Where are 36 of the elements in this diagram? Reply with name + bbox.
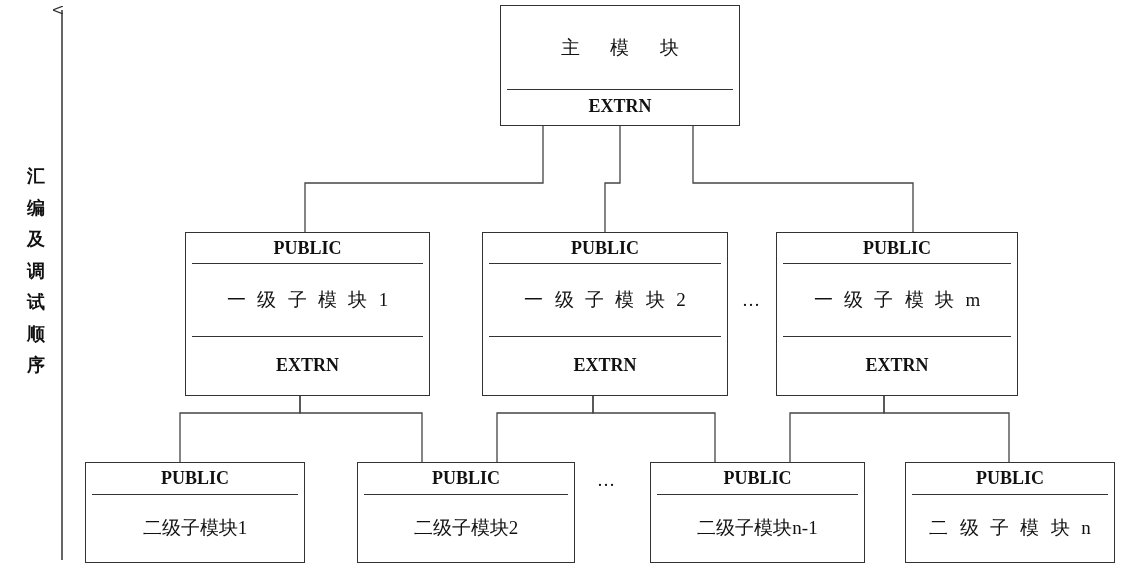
module-name: 二级子模块n xyxy=(929,515,1103,540)
module-box xyxy=(500,5,740,126)
ellipsis: … xyxy=(597,470,615,491)
section-label: PUBLIC xyxy=(976,468,1044,489)
module-name: 二级子模块1 xyxy=(142,515,248,540)
module-box xyxy=(185,232,430,396)
section-label: PUBLIC xyxy=(432,468,500,489)
module-name: 二级子模块2 xyxy=(413,515,519,540)
connector-line xyxy=(304,125,544,233)
section-label: EXTRN xyxy=(865,354,929,376)
module-box xyxy=(776,232,1018,396)
section-label: EXTRN xyxy=(276,354,339,376)
module-name: 主模块 xyxy=(561,35,710,60)
connector-line xyxy=(604,125,621,233)
section-label: PUBLIC xyxy=(571,237,639,259)
module-box xyxy=(85,462,305,563)
module-name: 一级子模块m xyxy=(813,287,992,312)
section-label: PUBLIC xyxy=(273,237,342,259)
module-box xyxy=(650,462,865,563)
module-name: 二级子模块n-1 xyxy=(697,515,818,540)
section-label: PUBLIC xyxy=(863,237,931,259)
module-box xyxy=(905,462,1115,563)
module-name: 一级子模块2 xyxy=(524,287,698,312)
section-label: EXTRN xyxy=(573,354,637,376)
module-box xyxy=(482,232,728,396)
section-label: PUBLIC xyxy=(723,468,792,489)
connector-line xyxy=(883,395,1010,463)
section-label: EXTRN xyxy=(588,96,652,117)
section-label: PUBLIC xyxy=(161,468,229,489)
module-name: 一级子模块1 xyxy=(226,287,400,312)
connector-line xyxy=(592,395,716,463)
module-box xyxy=(357,462,575,563)
axis-label: 汇编及调试顺序 xyxy=(27,164,45,377)
connector-line xyxy=(692,125,914,233)
connector-line xyxy=(299,395,423,463)
ellipsis: … xyxy=(742,290,760,311)
